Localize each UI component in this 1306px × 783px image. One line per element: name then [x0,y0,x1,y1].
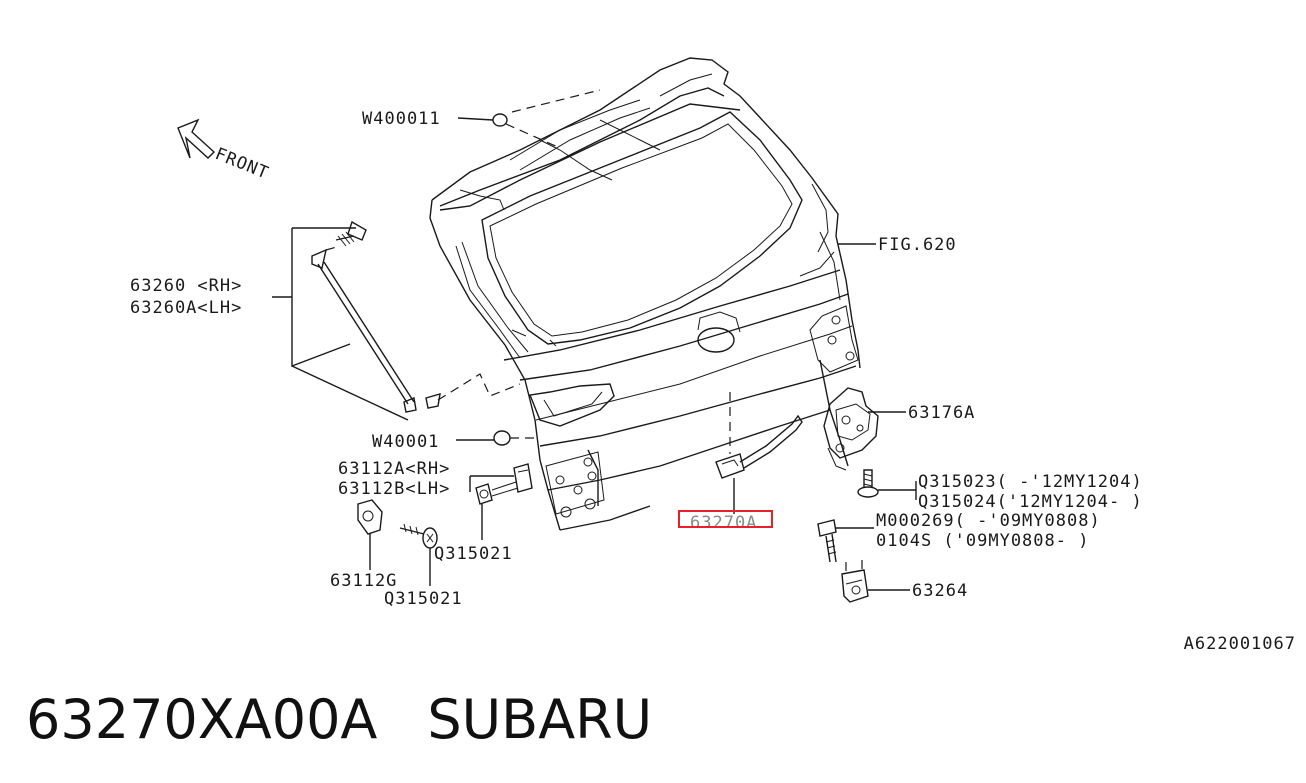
label-latch[interactable]: 63176A [908,403,975,423]
plug-w40001-icon [493,430,511,446]
label-highlighted-part[interactable]: 63270A [690,513,757,533]
label-fig620[interactable]: FIG.620 [878,235,957,255]
label-bolt-b[interactable]: Q315024('12MY1204- ) [918,492,1143,512]
front-arrow-icon [177,118,216,159]
label-striker[interactable]: 63264 [912,581,968,601]
highlight-box [678,510,773,528]
label-stopper[interactable]: 63112G [330,571,397,591]
striker-screw-icon [817,519,837,563]
label-w40001[interactable]: W40001 [372,432,439,452]
label-screw-b[interactable]: 0104S ('09MY0808- ) [876,531,1089,551]
label-q315021-a[interactable]: Q315021 [434,544,513,564]
label-bolt-a[interactable]: Q315023( -'12MY1204) [918,472,1143,492]
bumper-stopper-drawing [475,463,533,505]
liftgate-panel-drawing [429,57,861,531]
part-footer: 63270XA00A SUBARU [26,684,652,754]
plug-w400011-icon [492,113,508,127]
label-strut-rh[interactable]: 63260 <RH> [130,276,242,296]
label-bumper-rh[interactable]: 63112A<RH> [338,459,450,479]
stopper-63112g-drawing [357,499,438,549]
latch-bolt-icon [857,469,879,498]
brand-name: SUBARU [427,687,653,751]
striker-63264-drawing [841,560,869,603]
latch-switch-drawing [715,392,803,479]
label-strut-lh[interactable]: 63260A<LH> [130,298,242,318]
part-number: 63270XA00A [26,687,378,751]
label-q315021-b[interactable]: Q315021 [384,589,463,609]
latch-assembly-drawing [823,387,879,471]
front-label: FRONT [212,144,272,184]
label-bumper-lh[interactable]: 63112B<LH> [338,479,450,499]
parts-diagram: FRONT [130,57,1143,609]
label-screw-a[interactable]: M000269( -'09MY0808) [876,511,1101,531]
figure-code: A622001067 [1183,634,1296,654]
gas-strut-drawing [311,220,521,413]
label-w400011[interactable]: W400011 [362,109,441,129]
